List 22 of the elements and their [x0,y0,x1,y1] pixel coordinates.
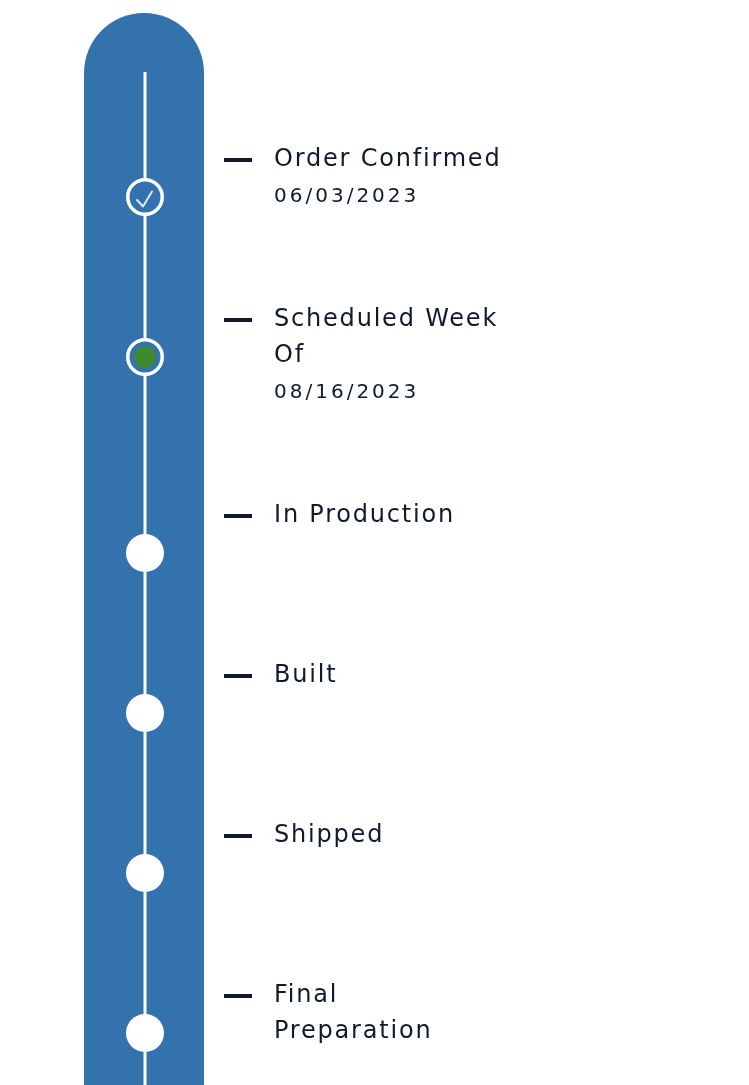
step-title: Shipped [274,819,385,850]
step-title: Final Preparation [274,979,434,1046]
step-date: 06/03/2023 [274,182,420,208]
step-title: Order Confirmed [274,143,502,174]
timeline-line [143,1052,147,1085]
step-title: Built [274,659,338,690]
timeline-band [84,13,204,1085]
timeline-dot-icon [126,854,164,892]
step-date: 08/16/2023 [274,378,420,404]
timeline-line [143,376,147,534]
timeline-dot-icon [126,694,164,732]
check-circle-icon [126,178,164,216]
step-title: Scheduled Week Of [274,303,500,370]
timeline-dot-icon [126,1014,164,1052]
timeline-line [143,572,147,694]
step-title: In Production [274,499,455,530]
timeline-line [143,892,147,1014]
timeline-dot-icon [126,534,164,572]
status-dot-icon [126,338,164,376]
timeline-line [143,216,147,338]
timeline-line [143,72,147,178]
timeline-line [143,732,147,854]
